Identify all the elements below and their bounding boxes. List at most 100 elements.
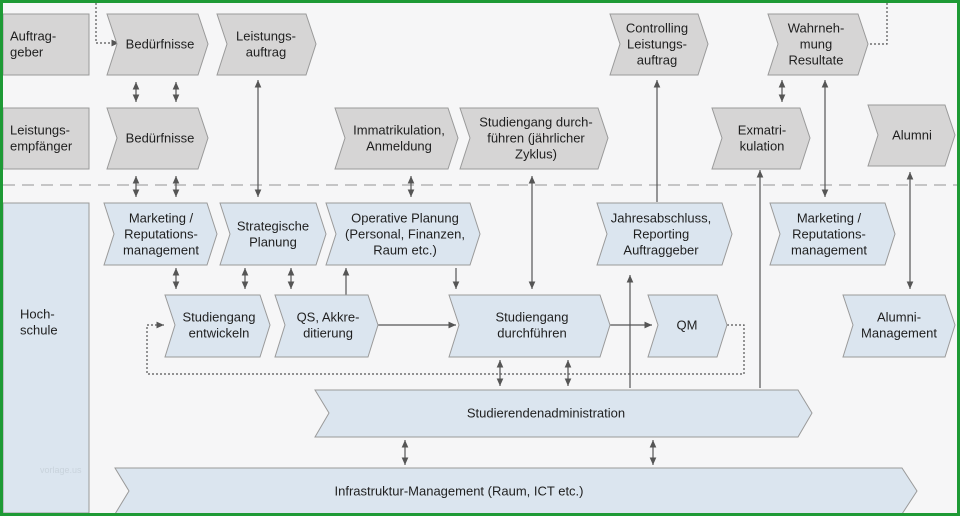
node-exmatrikulation: Exmatri-kulation [711, 107, 811, 170]
label-line: Marketing / [797, 211, 862, 226]
dotted-feedback-loop [146, 321, 745, 375]
label-line: Studiengang [495, 310, 568, 325]
label-line: Zyklus) [515, 147, 557, 162]
label-line: Exmatri- [738, 123, 786, 138]
label-line: Controlling [626, 21, 688, 36]
node-studierendenadministration: Studierendenadministration [314, 389, 813, 438]
label-line: auftrag [246, 45, 286, 60]
label-line: management [123, 243, 199, 258]
node-qm-text: QM [677, 318, 698, 333]
node-infrastruktur-text: Infrastruktur-Management (Raum, ICT etc.… [334, 484, 583, 499]
label-line: ditierung [303, 326, 353, 341]
node-alumni-mgmt-text: Alumni-Management [861, 310, 937, 341]
label-line: Strategische [237, 219, 309, 234]
label-line: kulation [740, 139, 785, 154]
node-beduerfnisse-auftraggeber-text: Bedürfnisse [126, 37, 195, 52]
label-line: Operative Planung [351, 211, 459, 226]
label-line: Bedürfnisse [126, 131, 195, 146]
label-line: Reputations- [792, 227, 866, 242]
label-line: Studiengang durch- [479, 115, 592, 130]
label-line: Bedürfnisse [126, 37, 195, 52]
label-line: Studiengang [182, 310, 255, 325]
watermark: vorlage.us [40, 465, 82, 475]
row-label-hochschule: Hoch-schule [3, 202, 90, 513]
node-operative-planung: Operative Planung(Personal, Finanzen,Rau… [325, 202, 481, 266]
label-line: Studierendenadministration [467, 406, 625, 421]
dotted-connector-top-right [868, 3, 888, 45]
label-line: Management [861, 326, 937, 341]
label-line: empfänger [10, 139, 73, 154]
node-qm: QM [647, 294, 728, 358]
label-line: Hoch- [20, 307, 55, 322]
label-line: entwickeln [189, 326, 250, 341]
process-diagram: Auftrag-geber Leistungs-empfänger Hoch-s… [3, 3, 957, 513]
label-line: mung [800, 37, 833, 52]
label-line: durchführen [497, 326, 566, 341]
node-qs-text: QS, Akkre-ditierung [297, 310, 360, 341]
row-label-auftraggeber: Auftrag-geber [3, 13, 90, 76]
node-marketing-reputationsmanagement: Marketing /Reputations-management [103, 202, 218, 266]
node-leistungsauftrag: Leistungs-auftrag [216, 13, 317, 76]
label-line: (Personal, Finanzen, [345, 227, 465, 242]
label-line: Wahrneh- [788, 21, 845, 36]
label-line: Marketing / [129, 211, 194, 226]
label-line: Raum etc.) [373, 243, 437, 258]
label-line: QS, Akkre- [297, 310, 360, 325]
label-line: Reporting [633, 227, 689, 242]
row-label-hochschule-text: Hoch-schule [20, 307, 58, 338]
node-beduerfnisse-auftraggeber: Bedürfnisse [106, 13, 209, 76]
node-beduerfnisse-empfaenger: Bedürfnisse [106, 107, 209, 170]
node-marketing2-text: Marketing /Reputations-management [791, 211, 867, 258]
node-infrastruktur-management: Infrastruktur-Management (Raum, ICT etc.… [114, 467, 918, 513]
label-line: Leistungs- [10, 123, 70, 138]
label-line: management [791, 243, 867, 258]
label-line: Alumni- [877, 310, 921, 325]
label-line: Leistungs- [627, 37, 687, 52]
node-marketing1-text: Marketing /Reputations-management [123, 211, 199, 258]
node-beduerfnisse-empfaenger-text: Bedürfnisse [126, 131, 195, 146]
row-label-leistungsempfaenger: Leistungs-empfänger [3, 107, 90, 170]
label-line: schule [20, 323, 58, 338]
row-label-leistungsempfaenger-text: Leistungs-empfänger [10, 123, 73, 154]
node-immatrikulation-text: Immatrikulation,Anmeldung [353, 123, 445, 154]
label-line: Resultate [789, 53, 844, 68]
label-line: auftrag [637, 53, 677, 68]
node-immatrikulation: Immatrikulation,Anmeldung [334, 107, 459, 170]
label-line: Alumni [892, 128, 932, 143]
label-line: geber [10, 45, 44, 60]
label-line: Auftraggeber [623, 243, 699, 258]
label-line: Anmeldung [366, 139, 432, 154]
node-studierenden-text: Studierendenadministration [467, 406, 625, 421]
label-line: Immatrikulation, [353, 123, 445, 138]
label-line: Reputations- [124, 227, 198, 242]
node-qs-akkreditierung: QS, Akkre-ditierung [274, 294, 379, 358]
node-alumni-text: Alumni [892, 128, 932, 143]
label-line: Jahresabschluss, [611, 211, 711, 226]
node-exmatrikulation-text: Exmatri-kulation [738, 123, 786, 154]
dotted-connector-top-left [95, 3, 119, 47]
node-marketing-reputationsmanagement-2: Marketing /Reputations-management [769, 202, 896, 266]
node-leistungsauftrag-text: Leistungs-auftrag [236, 29, 296, 60]
label-line: Auftrag- [10, 29, 56, 44]
label-line: Infrastruktur-Management (Raum, ICT etc.… [334, 484, 583, 499]
node-alumni: Alumni [867, 104, 956, 167]
label-line: Planung [249, 235, 297, 250]
node-operative-text: Operative Planung(Personal, Finanzen,Rau… [345, 211, 465, 258]
label-line: Leistungs- [236, 29, 296, 44]
label-line: führen (jährlicher [487, 131, 585, 146]
